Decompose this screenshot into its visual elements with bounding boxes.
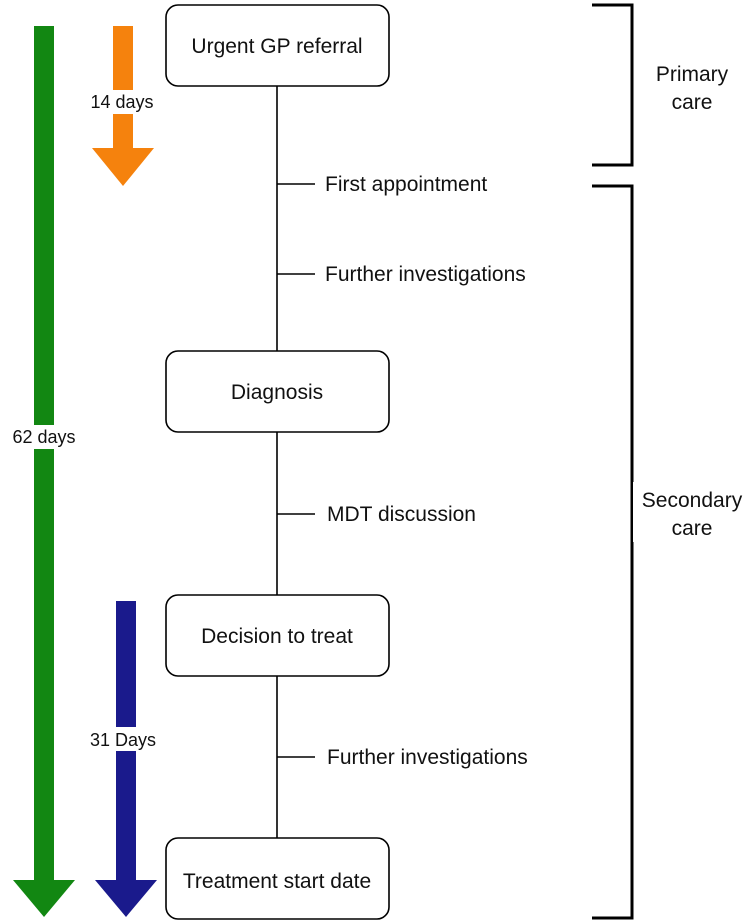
node-urgent-gp-referral-box (165, 4, 390, 87)
branch-label-further-investigations-2: Further investigations (327, 746, 528, 769)
arrow-14-days-shaft (113, 26, 133, 148)
branch-label-mdt-discussion: MDT discussion (327, 503, 476, 526)
node-decision-to-treat-label: Decision to treat (201, 625, 353, 648)
arrow-31-days-label-bg (78, 727, 168, 751)
arrow-14-days-label-bg (80, 90, 164, 114)
secondary-care-label-line2: care (672, 517, 713, 540)
node-treatment-start-date: Treatment start date (165, 837, 390, 920)
arrow-62-days-label-bg (4, 425, 84, 449)
arrow-62-days-shaft (34, 26, 54, 880)
node-urgent-gp-referral-label: Urgent GP referral (191, 35, 362, 58)
bracket-primary-care (592, 3, 634, 167)
arrow-31-days: 31 Days (78, 601, 168, 917)
arrow-14-days-head (92, 148, 154, 186)
primary-care-label-line1: Primary (656, 63, 729, 86)
branch-label-first-appointment: First appointment (325, 173, 487, 196)
bracket-secondary-care (592, 184, 634, 920)
node-treatment-start-date-box (165, 837, 390, 920)
arrow-14-days-label: 14 days (90, 92, 153, 112)
arrow-62-days-head (13, 880, 75, 917)
arrow-31-days-label: 31 Days (90, 730, 156, 750)
node-diagnosis: Diagnosis (165, 350, 390, 433)
arrow-14-days: 14 days (80, 26, 164, 186)
node-decision-to-treat-box (165, 594, 390, 677)
secondary-care-label-bg (633, 482, 754, 542)
arrow-31-days-head (95, 880, 157, 917)
primary-care-label-line2: care (672, 91, 713, 114)
branch-label-further-investigations-1: Further investigations (325, 263, 526, 286)
node-treatment-start-date-label: Treatment start date (183, 870, 371, 893)
node-diagnosis-label: Diagnosis (231, 381, 323, 404)
arrow-62-days-label: 62 days (12, 427, 75, 447)
secondary-care-label-line1: Secondary (642, 489, 743, 512)
arrow-62-days: 62 days (4, 26, 84, 917)
node-decision-to-treat: Decision to treat (165, 594, 390, 677)
node-diagnosis-box (165, 350, 390, 433)
node-urgent-gp-referral: Urgent GP referral (165, 4, 390, 87)
